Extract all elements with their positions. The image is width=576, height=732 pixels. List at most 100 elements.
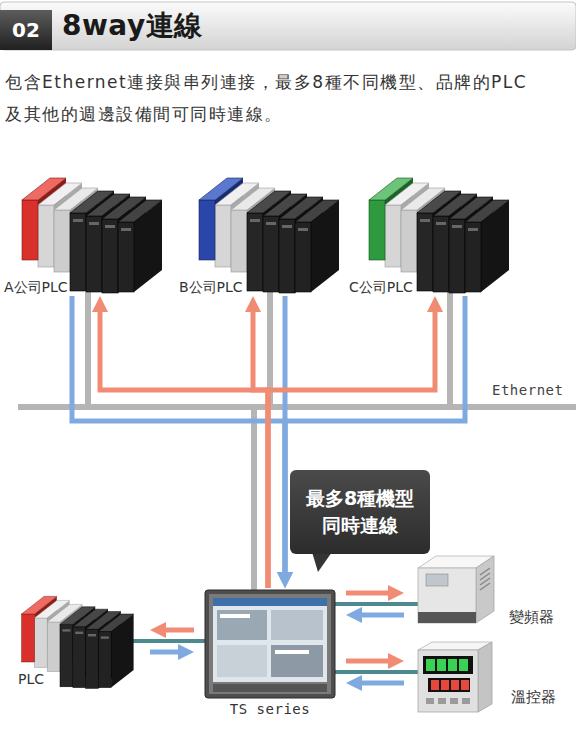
text-group: A公司PLC [4, 278, 68, 296]
text-group: 最多8種機型 同時連線 [290, 470, 430, 554]
key-button [462, 698, 470, 704]
key-button [426, 698, 434, 704]
screen-bar [220, 614, 250, 618]
signal-line [346, 659, 392, 664]
panel-frame [205, 590, 335, 698]
plc-rack [22, 178, 162, 293]
bus-label: Ethernet [492, 381, 563, 399]
connector [346, 661, 404, 683]
panel-screen [213, 598, 327, 682]
connector [268, 296, 465, 588]
text-group: TS series [200, 700, 340, 718]
display-digit [431, 680, 439, 690]
signal-line [268, 308, 435, 588]
inverter-base [418, 612, 476, 623]
node-label: B公司PLC [179, 278, 243, 296]
controller-front [418, 650, 478, 712]
connector [72, 296, 285, 588]
touch-panel-node: TS series [200, 588, 340, 718]
key-button [438, 698, 446, 704]
text-group: PLC [18, 670, 44, 688]
bus-drop [85, 292, 91, 407]
bus-drop [447, 292, 453, 407]
text-group: 變頻器 [509, 608, 554, 626]
plc-body [38, 183, 162, 293]
device-node: 變頻器 [410, 552, 558, 630]
screen-widget [271, 610, 323, 640]
temperature-controller [418, 642, 492, 712]
inverter [418, 556, 494, 623]
screen-widget [271, 645, 323, 677]
signal-line [100, 308, 268, 588]
signal-line [285, 296, 465, 576]
screen-header [213, 598, 327, 606]
number-box [0, 10, 52, 50]
node-label: PLC [18, 670, 44, 688]
signal-line [150, 650, 182, 655]
sv-display [428, 678, 470, 692]
callout-tail [312, 552, 332, 572]
plc-node: A公司PLC [4, 168, 169, 296]
touch-panel [205, 590, 335, 698]
node-label: A公司PLC [4, 278, 68, 296]
plc-node: PLC [4, 585, 144, 690]
device-node: 溫控器 [410, 642, 560, 712]
signal-line [346, 591, 392, 596]
display-digit [437, 659, 446, 671]
node-label: C公司PLC [349, 278, 413, 296]
screen-bar [275, 650, 309, 654]
inverter-display [426, 574, 448, 586]
panel-footer [213, 684, 327, 692]
text-group: 溫控器 [511, 688, 556, 706]
cpu-top [369, 178, 413, 200]
bus-drop [251, 407, 257, 590]
panel-bezel [209, 594, 331, 694]
display-digit [451, 680, 459, 690]
connector [150, 630, 194, 652]
display-digit [426, 659, 435, 671]
plc-rack [369, 178, 509, 293]
text-group: B公司PLC [179, 278, 243, 296]
screen-widget [217, 645, 267, 677]
plc-body [215, 183, 339, 293]
cpu-front [369, 200, 385, 260]
title-bar [0, 2, 576, 50]
key-button [450, 698, 458, 704]
serial-cable [334, 602, 420, 606]
signal-line [358, 681, 404, 686]
pv-display [423, 656, 473, 674]
callout-bubble: 最多8種機型 同時連線 [290, 470, 430, 554]
text-group: C公司PLC [349, 278, 413, 296]
node-label: 變頻器 [509, 608, 554, 626]
cpu-front [199, 200, 215, 260]
connector [346, 593, 404, 615]
vent-line [480, 583, 490, 590]
plc-node: C公司PLC [349, 168, 514, 296]
inverter-side [476, 556, 494, 623]
plc-node: B公司PLC [179, 168, 344, 296]
display-digit [441, 680, 449, 690]
callout-text: 最多8種機型 同時連線 [298, 485, 422, 539]
node-label: TS series [200, 700, 340, 718]
node-label: 溫控器 [511, 688, 556, 706]
cpu-front [22, 200, 38, 260]
screen-widget [217, 610, 267, 640]
intro-text: 包含Ethernet連接與串列連接，最多8種不同機型、品牌的PLC 及其他的週邊… [5, 66, 575, 130]
signal-line [358, 613, 404, 618]
plc-rack [199, 178, 339, 293]
plc-body [385, 183, 509, 293]
section-number: 02 [0, 10, 52, 50]
cpu-top [199, 178, 243, 200]
ethernet-bus [18, 404, 576, 410]
serial-cable [334, 670, 420, 674]
serial-cable [128, 639, 206, 643]
display-digit [459, 659, 468, 671]
signal-line [162, 628, 194, 633]
inverter-front [418, 568, 476, 623]
plc-body [34, 600, 133, 688]
cpu-top [22, 178, 66, 200]
cpu-top [22, 596, 57, 614]
display-digit [448, 659, 457, 671]
